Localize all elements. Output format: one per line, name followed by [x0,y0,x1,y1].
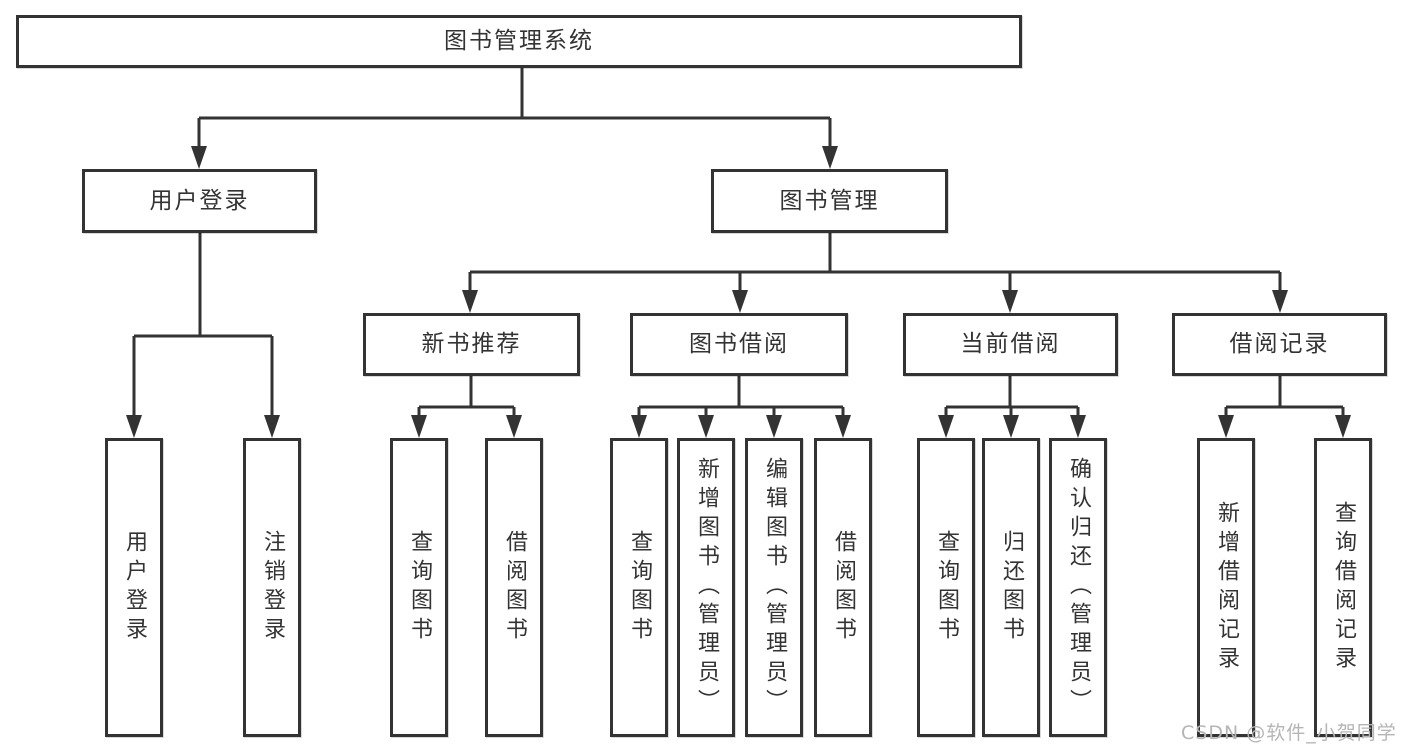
leaf-box-cb-confirm-return-admin: 确认归还（管理员） [1049,438,1107,737]
branch-box-user-login: 用户登录 [82,169,317,233]
leaf-label-br-query-record: 查询借阅记录 [1331,500,1356,675]
branch-label-book-management: 图书管理 [779,187,880,214]
leaf-label-cb-return-books: 归还图书 [999,529,1024,646]
leaf-box-br-add-record: 新增借阅记录 [1197,438,1255,737]
leaf-label-user-login: 用户登录 [122,529,147,646]
leaf-label-bb-add-books-admin: 新增图书（管理员） [694,457,719,718]
leaf-label-cb-confirm-return-admin: 确认归还（管理员） [1066,457,1091,718]
leaf-label-cb-query-books: 查询图书 [934,529,959,646]
branch-label-user-login: 用户登录 [149,187,250,214]
section-label-new-book-recommend: 新书推荐 [421,331,522,357]
section-label-current-borrow: 当前借阅 [960,331,1061,357]
leaf-box-cb-return-books: 归还图书 [982,438,1040,737]
leaf-box-br-query-record: 查询借阅记录 [1314,438,1372,737]
leaf-box-logout: 注销登录 [243,438,301,737]
section-box-new-book-recommend: 新书推荐 [363,313,580,376]
leaf-label-logout: 注销登录 [260,529,285,646]
leaf-label-br-add-record: 新增借阅记录 [1214,500,1239,675]
section-box-book-borrow: 图书借阅 [630,313,848,376]
leaf-label-bb-borrow-books: 借阅图书 [831,529,856,646]
root-box-library-system: 图书管理系统 [16,15,1022,68]
watermark-text: CSDN @软件_小贺同学 [1181,722,1397,744]
section-label-book-borrow: 图书借阅 [689,331,789,357]
arrowheads [126,146,1351,438]
leaf-box-rec-query-books: 查询图书 [390,438,448,737]
root-label-library-system: 图书管理系统 [444,28,594,54]
leaf-box-rec-borrow-books: 借阅图书 [485,438,543,737]
leaf-box-bb-borrow-books: 借阅图书 [814,438,872,737]
leaf-label-bb-edit-books-admin: 编辑图书（管理员） [762,457,787,718]
leaf-box-bb-query-books: 查询图书 [610,438,668,737]
section-label-borrow-records: 借阅记录 [1229,331,1330,357]
leaf-label-rec-query-books: 查询图书 [407,529,432,646]
section-box-current-borrow: 当前借阅 [903,313,1118,376]
leaf-label-bb-query-books: 查询图书 [627,529,652,646]
leaf-box-bb-edit-books-admin: 编辑图书（管理员） [745,438,803,737]
leaf-label-rec-borrow-books: 借阅图书 [502,529,527,646]
section-box-borrow-records: 借阅记录 [1172,313,1387,376]
leaf-box-bb-add-books-admin: 新增图书（管理员） [677,438,735,737]
connector-paths [132,68,1345,421]
branch-box-book-management: 图书管理 [711,169,948,233]
leaf-box-cb-query-books: 查询图书 [917,438,975,737]
leaf-box-user-login: 用户登录 [105,438,163,737]
